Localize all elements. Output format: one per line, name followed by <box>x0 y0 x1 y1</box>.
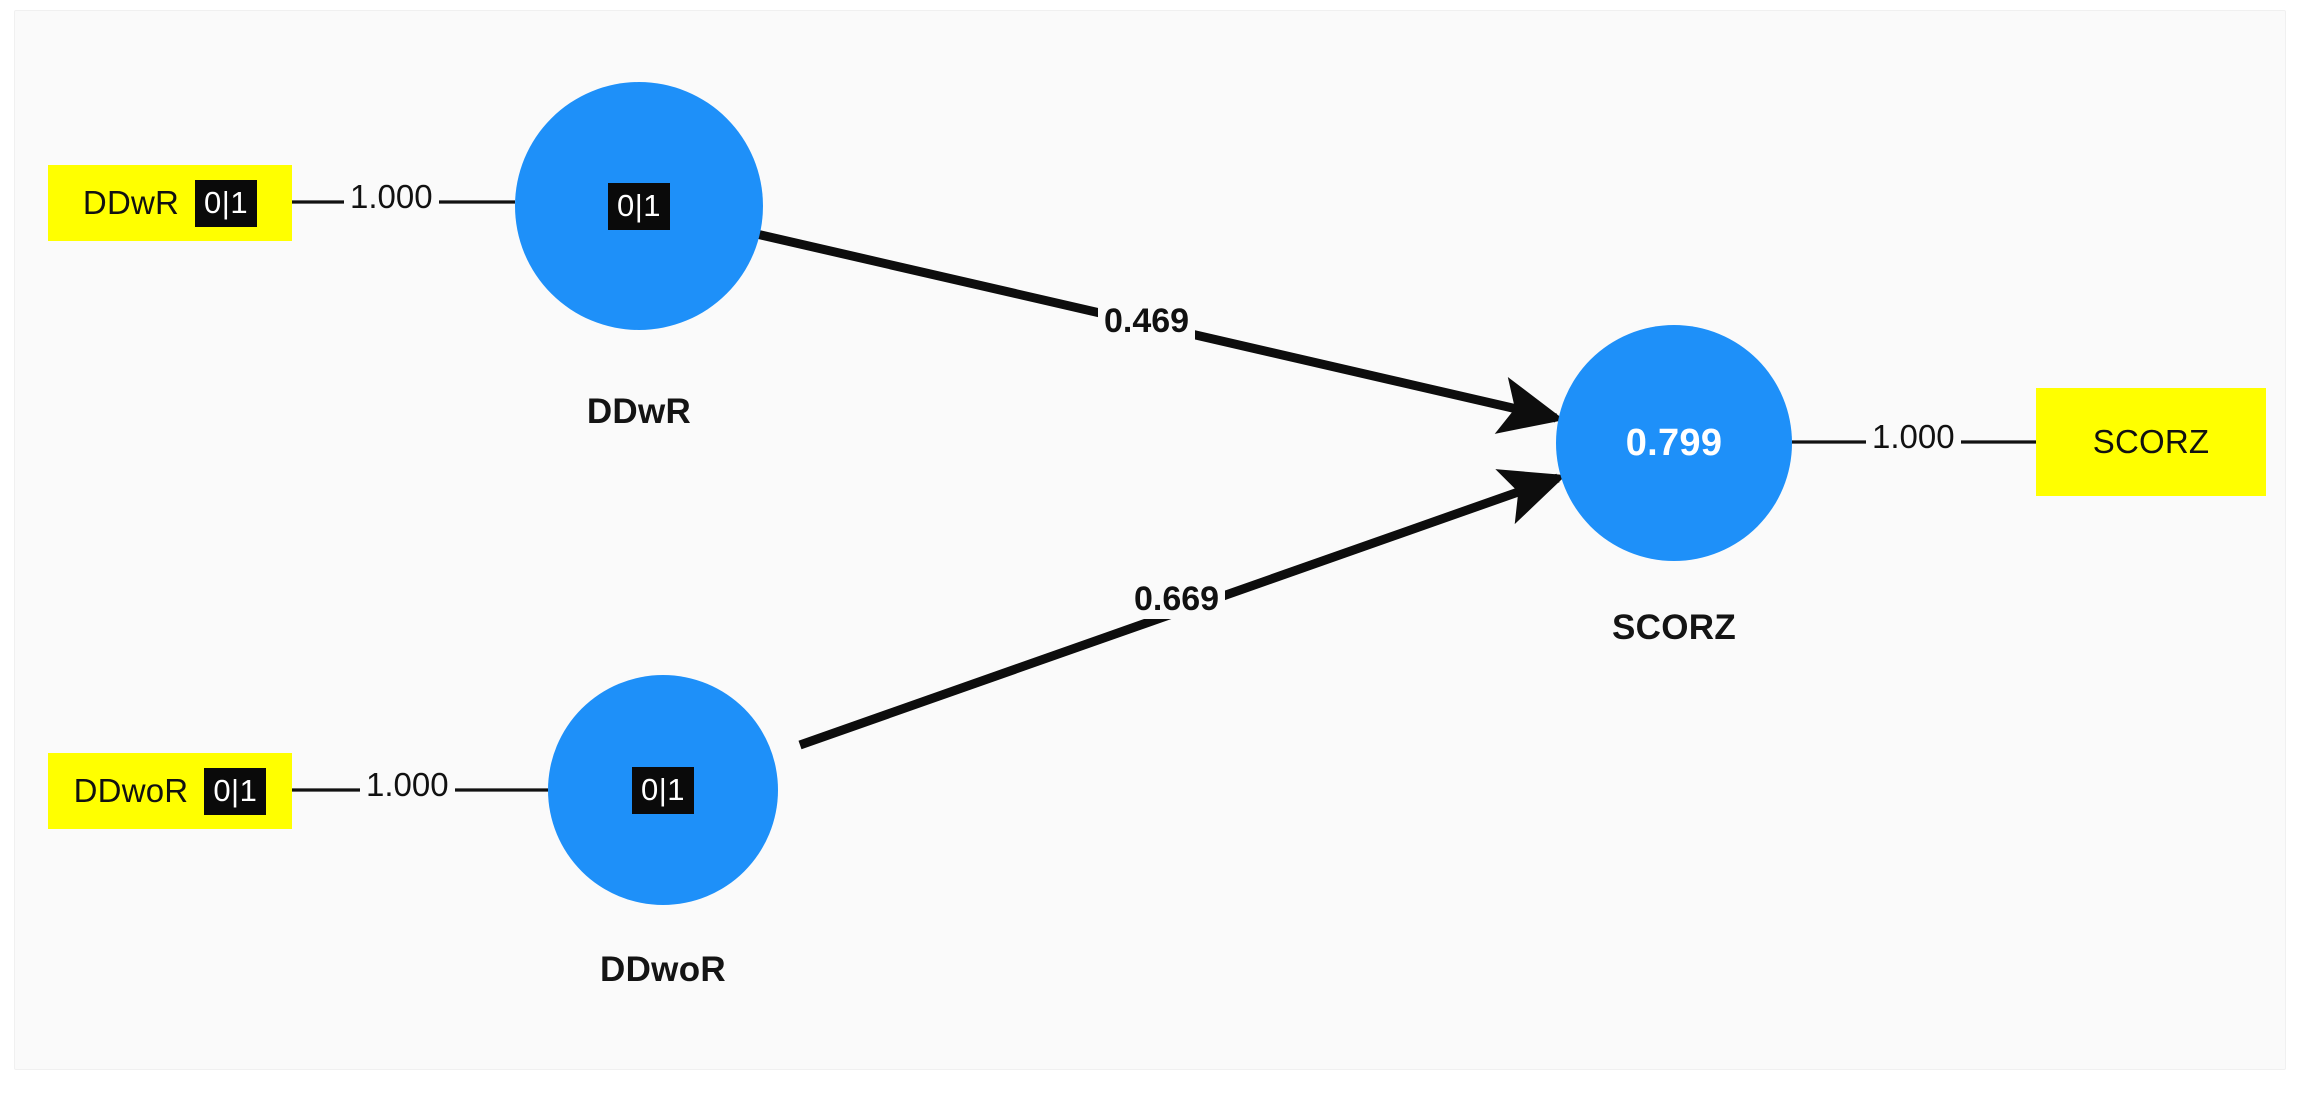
indicator-box-ddwor[interactable]: DDwoR 0|1 <box>48 753 292 829</box>
indicator-box-ddwr[interactable]: DDwR 0|1 <box>48 165 292 241</box>
loading-value-scorz: 1.000 <box>1866 418 1961 456</box>
indicator-badge-ddwr: 0|1 <box>195 179 258 227</box>
loading-value-ddwr: 1.000 <box>344 178 439 216</box>
loading-value-ddwor: 1.000 <box>360 766 455 804</box>
construct-r2-scorz: 0.799 <box>1625 421 1723 464</box>
construct-badge-ddwr: 0|1 <box>607 182 671 230</box>
construct-circle-ddwor[interactable]: 0|1 <box>548 675 778 905</box>
indicator-label-ddwr: DDwR <box>82 184 180 221</box>
construct-label-ddwor: DDwoR <box>600 950 726 989</box>
construct-circle-ddwr[interactable]: 0|1 <box>515 82 763 330</box>
path-value-ddwor-scorz: 0.669 <box>1128 580 1226 619</box>
construct-label-ddwr: DDwR <box>586 392 692 431</box>
indicator-badge-ddwor: 0|1 <box>204 767 267 815</box>
indicator-box-scorz[interactable]: SCORZ <box>2036 388 2266 496</box>
diagram-canvas <box>14 10 2286 1070</box>
construct-badge-ddwor: 0|1 <box>631 766 695 814</box>
path-value-ddwr-scorz: 0.469 <box>1098 302 1196 341</box>
indicator-label-scorz: SCORZ <box>2092 423 2210 460</box>
construct-label-scorz: SCORZ <box>1612 608 1736 647</box>
indicator-label-ddwor: DDwoR <box>73 772 189 809</box>
construct-circle-scorz[interactable]: 0.799 <box>1556 325 1792 561</box>
